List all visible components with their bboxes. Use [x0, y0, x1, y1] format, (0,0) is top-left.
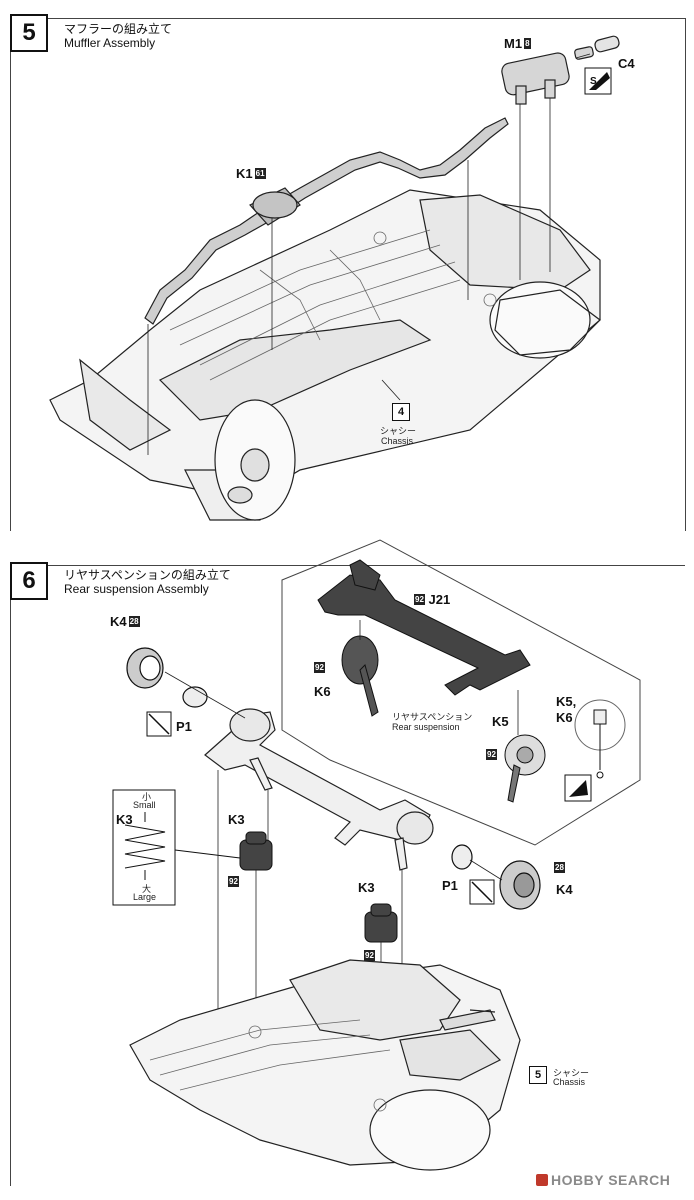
- hobby-search-watermark: HOBBY SEARCH: [536, 1172, 670, 1188]
- spring-large-en: Large: [133, 892, 157, 902]
- part-k6-label: 92: [312, 660, 325, 675]
- part-k6-badge: 92: [314, 662, 325, 673]
- part-k4-left-badge: 28: [128, 616, 140, 627]
- step6-number: 6: [10, 562, 48, 600]
- part-k4-right-label: K4: [556, 882, 573, 897]
- step6-chassis-ref-jp: シャシー: [553, 1068, 590, 1078]
- part-k3-left-badge: 92: [228, 876, 239, 887]
- part-k4-right-badge-wrap: 28: [552, 860, 565, 875]
- part-j21-badge: 92: [414, 594, 425, 605]
- step6-chassis-ref-number: 5: [529, 1066, 547, 1084]
- part-k5-badge: 92: [486, 749, 497, 760]
- part-p1-right-label: P1: [442, 878, 458, 893]
- part-k3-left-label: K3: [228, 812, 245, 827]
- step6-title-jp: リヤサスペンションの組み立て: [64, 568, 231, 582]
- watermark-logo-icon: [536, 1174, 548, 1186]
- step5-chassis-ref-en: Chassis: [381, 436, 414, 446]
- step5-chassis-ref-jp: シャシー: [380, 426, 417, 436]
- svg-text:S: S: [590, 76, 597, 87]
- step6-title-en: Rear suspension Assembly: [64, 582, 209, 596]
- part-m1-badge: 8: [524, 38, 531, 49]
- part-k5-badge-wrap: 92: [484, 747, 497, 762]
- step5-illustration: S: [49, 35, 620, 521]
- rear-suspension-en: Rear suspension: [392, 722, 460, 732]
- part-k1-badge: 61: [254, 168, 266, 179]
- part-k3-right-badge-wrap: 92: [362, 948, 375, 963]
- part-k4-right-badge: 28: [554, 862, 565, 873]
- rear-suspension-jp: リヤサスペンション: [392, 712, 473, 722]
- spring-detail-label: K3: [116, 812, 133, 827]
- step5-title-en: Muffler Assembly: [64, 36, 156, 50]
- part-k5k6-label-2: K6: [556, 710, 573, 725]
- watermark-text: HOBBY SEARCH: [551, 1172, 671, 1188]
- part-k3-left-badge-wrap: 92: [226, 874, 239, 889]
- step5-title-jp: マフラーの組み立て: [64, 22, 173, 36]
- part-k3-right-badge: 92: [364, 950, 375, 961]
- step5-frame: [10, 18, 686, 531]
- part-k6-text: K6: [314, 684, 331, 699]
- part-j21-label: 92 J21: [414, 592, 451, 607]
- spring-small-jp: 小: [142, 792, 152, 802]
- spring-small-en: Small: [133, 800, 156, 810]
- step6-chassis-ref-en: Chassis: [553, 1077, 586, 1087]
- part-k3-right-label: K3: [358, 880, 375, 895]
- step6-frame: [10, 565, 685, 1186]
- part-k5-label: K5: [492, 714, 509, 729]
- spring-large-jp: 大: [142, 884, 152, 894]
- step5-chassis-ref-number: 4: [392, 403, 410, 421]
- step5-number: 5: [10, 14, 48, 52]
- part-k5k6-label-1: K5,: [556, 694, 577, 709]
- part-c4-label: C4: [618, 56, 635, 71]
- part-p1-left-label: P1: [176, 719, 192, 734]
